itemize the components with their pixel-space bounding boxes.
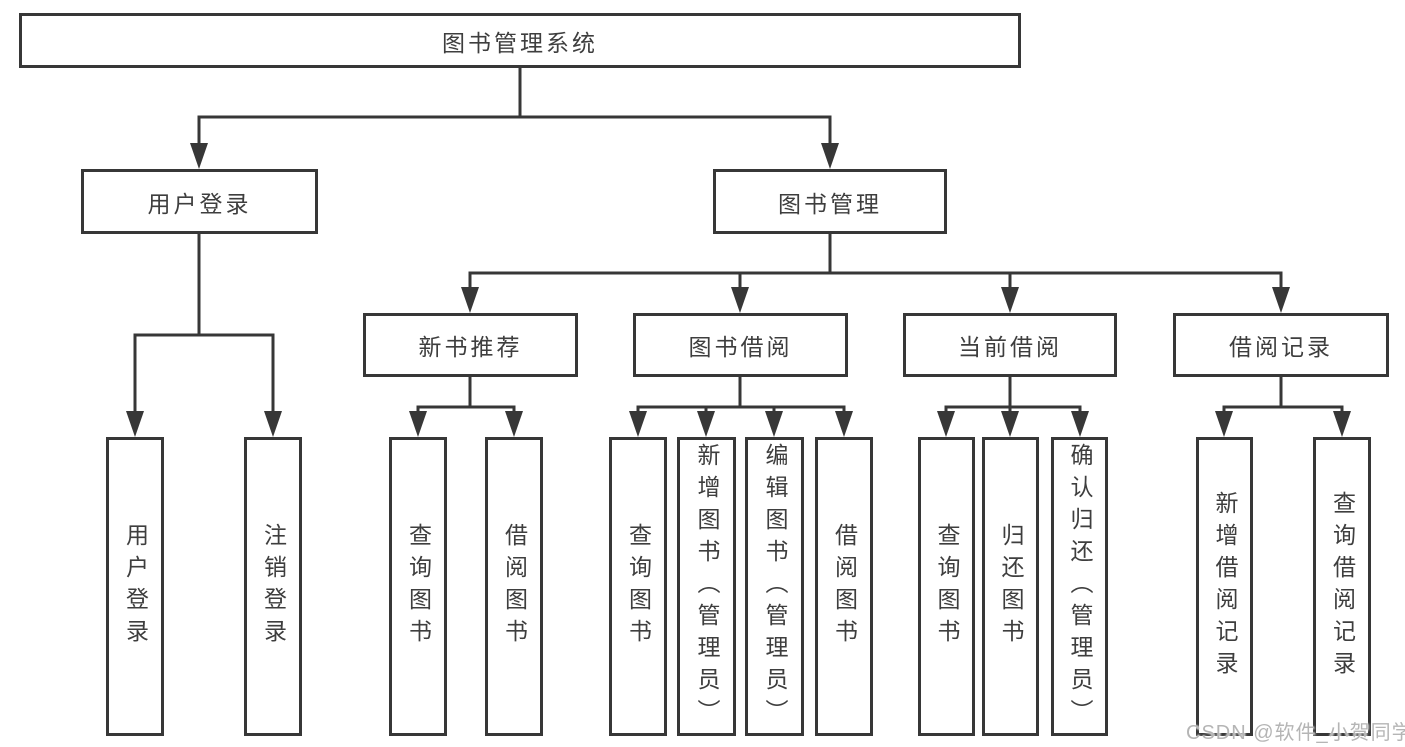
- node-book-management: 图书管理: [713, 169, 947, 234]
- leaf-logout: 注销登录: [244, 437, 302, 736]
- node-current-borrow: 当前借阅: [903, 313, 1117, 377]
- arrowheads: [126, 143, 1351, 437]
- leaf-bb-borrow-books: 借阅图书: [815, 437, 873, 736]
- leaf-cb-confirm-return-admin: 确认归还（管理员）: [1051, 437, 1108, 736]
- leaf-bb-edit-books-admin: 编辑图书（管理员）: [745, 437, 804, 736]
- node-borrow-records: 借阅记录: [1173, 313, 1389, 377]
- leaf-nb-borrow-books: 借阅图书: [485, 437, 543, 736]
- node-user-login: 用户登录: [81, 169, 318, 234]
- leaf-bb-query-books: 查询图书: [609, 437, 667, 736]
- node-new-book-recommend: 新书推荐: [363, 313, 578, 377]
- leaf-br-add-record: 新增借阅记录: [1196, 437, 1253, 736]
- node-book-borrow: 图书借阅: [633, 313, 848, 377]
- leaf-user-login: 用户登录: [106, 437, 164, 736]
- leaf-cb-query-books: 查询图书: [918, 437, 975, 736]
- leaf-nb-query-books: 查询图书: [389, 437, 447, 736]
- leaf-br-query-record: 查询借阅记录: [1313, 437, 1371, 736]
- csdn-watermark: CSDN @软件_小贺同学: [1186, 722, 1405, 744]
- leaf-bb-add-books-admin: 新增图书（管理员）: [677, 437, 736, 736]
- node-root: 图书管理系统: [19, 13, 1021, 68]
- leaf-cb-return-books: 归还图书: [982, 437, 1039, 736]
